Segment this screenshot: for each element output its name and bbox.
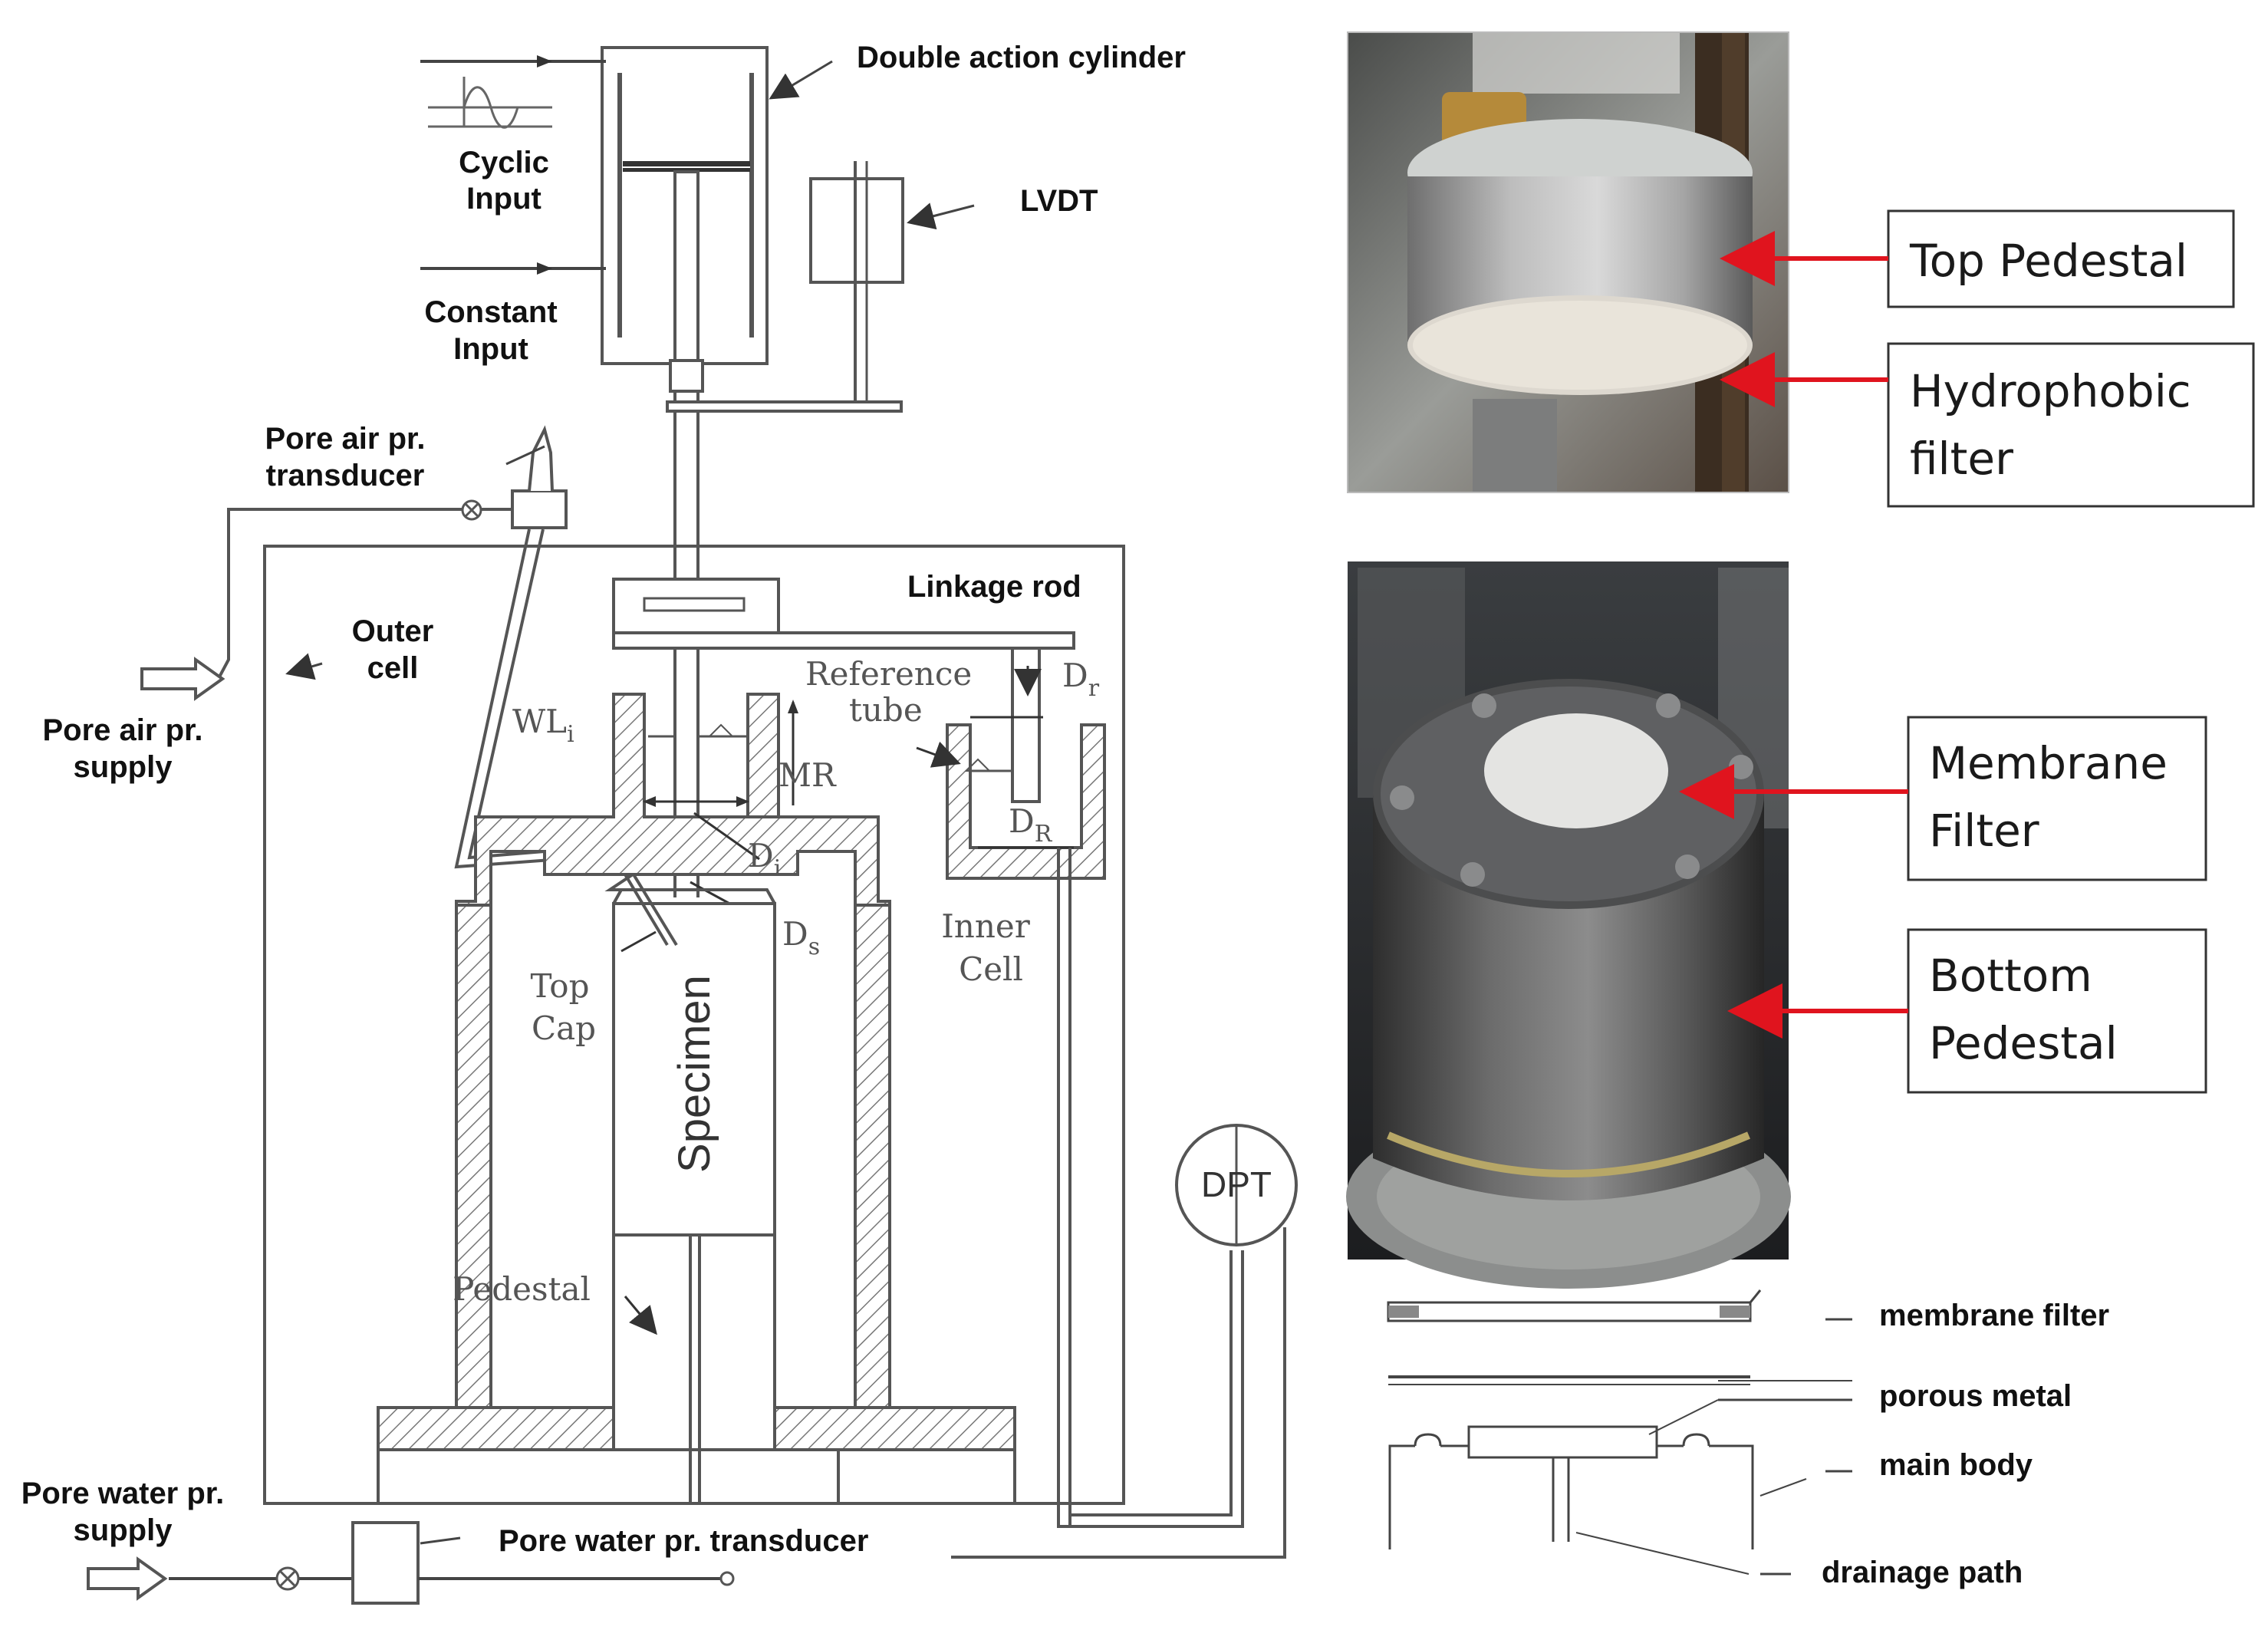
cross-section: membrane filter porous metal main body d… (1387, 1289, 2109, 1589)
pore-air-supply-arrow (140, 657, 225, 701)
callout-box-bottom-pedestal (1907, 928, 2207, 1094)
label-top-cap-1: Top (531, 967, 590, 1005)
label-pore-air-transducer-2: transducer (266, 459, 425, 492)
reference-tube (916, 647, 1244, 1528)
label-dr: Dr (1062, 657, 1100, 702)
pore-water-line (87, 1521, 735, 1605)
label-lvdt: LVDT (1020, 184, 1098, 218)
label-cyclic-input-2: Input (466, 182, 541, 216)
callout-membrane-filter-2: Filter (1929, 805, 2039, 857)
callout-top-pedestal: Top Pedestal (1909, 235, 2187, 287)
label-pore-air-transducer-1: Pore air pr. (265, 422, 426, 456)
label-pore-air-supply-2: supply (74, 750, 173, 784)
label-top-cap-2: Cap (532, 1009, 596, 1047)
callout-box-membrane-filter (1907, 716, 2207, 881)
label-constant-input-2: Input (453, 332, 528, 366)
label-reference-tube-1: Reference (805, 655, 972, 693)
label-outer-cell-2: cell (367, 651, 419, 685)
photo-top-pedestal (1347, 31, 1789, 493)
callout-hydrophobic-filter-1: Hydrophobic (1910, 365, 2191, 417)
label-wl: WLi (512, 703, 574, 748)
label-pedestal: Pedestal (453, 1270, 591, 1308)
callout-box-hydrophobic-filter (1887, 342, 2255, 508)
label-double-action-cylinder: Double action cylinder (857, 41, 1186, 74)
callout-membrane-filter-1: Membrane (1929, 737, 2168, 789)
label-linkage-rod: Linkage rod (907, 570, 1081, 604)
photo-callouts: Top Pedestal Hydrophobic filter Membrane… (1679, 209, 2255, 1094)
label-ds: Ds (782, 915, 820, 960)
specimen (612, 873, 776, 1503)
dpt-gauge (951, 1124, 1298, 1559)
input-lines (420, 55, 606, 275)
label-outer-cell-1: Outer (352, 614, 434, 648)
label-cyclic-input-1: Cyclic (459, 146, 549, 179)
double-action-cylinder (601, 46, 833, 365)
cs-label-membrane-filter: membrane filter (1879, 1299, 2109, 1332)
pore-air-transducer (215, 425, 568, 683)
label-inner-cell-2: Cell (959, 950, 1023, 988)
label-dpt: DPT (1201, 1164, 1272, 1204)
callout-bottom-pedestal-2: Pedestal (1929, 1017, 2118, 1069)
lvdt (809, 161, 975, 407)
label-constant-input-1: Constant (424, 295, 557, 329)
label-reference-tube-2: tube (849, 691, 923, 729)
label-inner-cell-1: Inner (941, 907, 1031, 945)
schematic: Double action cylinder Cyclic Input Cons… (21, 41, 1298, 1605)
loading-shaft (673, 362, 699, 595)
label-pore-water-supply-1: Pore water pr. (21, 1477, 225, 1510)
photo-bottom-pedestal (1346, 561, 1791, 1289)
cs-label-drainage-path: drainage path (1822, 1556, 2023, 1589)
label-dr-reference: DR (1009, 802, 1053, 848)
label-mr: MR (778, 756, 837, 794)
pore-water-supply-arrow (87, 1556, 168, 1601)
callout-box-top-pedestal (1887, 209, 2235, 308)
label-di: Di (748, 837, 781, 882)
callout-hydrophobic-filter-2: filter (1910, 433, 2013, 485)
label-pore-water-transducer: Pore water pr. transducer (499, 1524, 868, 1558)
label-specimen: Specimen (670, 975, 719, 1173)
cs-label-main-body: main body (1879, 1448, 2033, 1482)
label-pore-air-supply-1: Pore air pr. (43, 713, 203, 747)
callout-bottom-pedestal-1: Bottom (1929, 950, 2092, 1002)
label-pore-water-supply-2: supply (74, 1513, 173, 1547)
cs-label-porous-metal: porous metal (1879, 1379, 2072, 1413)
